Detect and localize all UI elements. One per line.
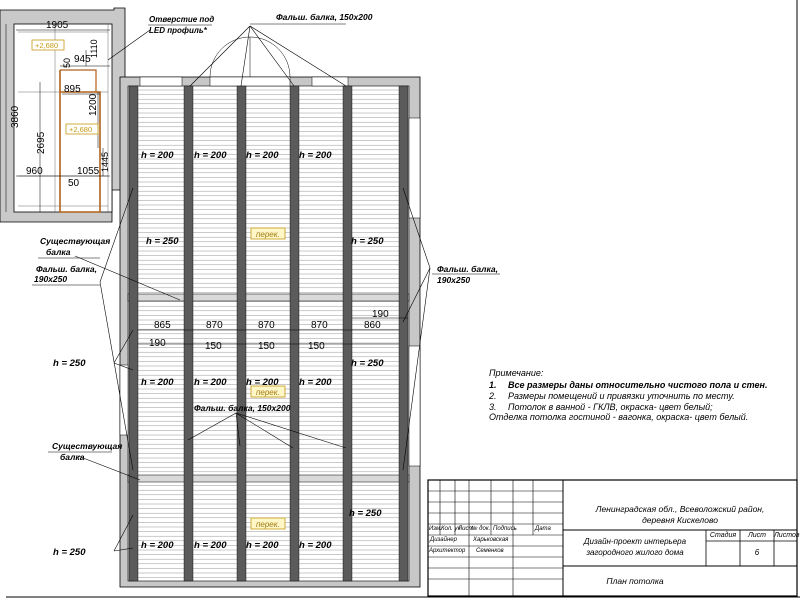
tb-role-designer: Дизайнер xyxy=(430,537,457,543)
tb-col-sign: Подпись xyxy=(493,526,517,532)
callout-existing-beam-2b: балка xyxy=(60,452,85,462)
callout-false-beam-mid: Фальш. балка, 150x200 xyxy=(194,403,291,413)
dim-2695: 2695 xyxy=(36,131,47,154)
dim-870: 870 xyxy=(311,320,328,331)
dim-1200: 1200 xyxy=(88,93,99,116)
callout-false-beam-left-2: 190x250 xyxy=(34,274,67,284)
tb-name-architect: Семенков xyxy=(476,548,504,554)
h-label: h = 250 xyxy=(351,358,384,369)
dim-190: 190 xyxy=(372,309,389,320)
tb-sheet-number: 6 xyxy=(754,548,760,557)
tb-col-kol: Кол. уч xyxy=(441,526,461,532)
dim-1905: 1905 xyxy=(46,20,69,31)
dim-960: 960 xyxy=(26,166,43,177)
tb-sheet-name: План потолка xyxy=(606,576,664,586)
dim-150: 150 xyxy=(258,341,275,352)
dim-870: 870 xyxy=(258,320,275,331)
h-label: h = 250 xyxy=(349,508,382,519)
h-label: h = 200 xyxy=(246,150,279,161)
dim-3860: 3860 xyxy=(10,105,21,128)
note-2: Размеры помещений и привязки уточнить по… xyxy=(508,391,735,401)
callout-false-beam-right-2: 190x250 xyxy=(437,275,470,285)
callout-led-opening-1: Отверстие под xyxy=(149,15,214,24)
tb-address-1: Ленинградская обл., Всеволожский район, xyxy=(595,504,765,514)
dim-150: 150 xyxy=(308,341,325,352)
note-1: Все размеры даны относительно чистого по… xyxy=(508,380,768,390)
dim-150: 150 xyxy=(205,341,222,352)
tb-project-2: загородного жилого дома xyxy=(586,548,684,557)
dim-50-top: 50 xyxy=(62,58,72,68)
h-label: h = 200 xyxy=(141,150,174,161)
callout-false-beam-left-1: Фальш. балка, xyxy=(36,264,97,274)
bathroom-plan: 1905 3860 1110 945 50 895 1200 2695 1445… xyxy=(0,7,126,223)
dim-50-bottom: 50 xyxy=(68,178,80,189)
dim-1445: 1445 xyxy=(100,152,110,172)
h-label: h = 250 xyxy=(53,547,86,558)
h-label: h = 200 xyxy=(194,540,227,551)
tb-sheets-label: Листов xyxy=(774,532,800,539)
h-label: h = 200 xyxy=(194,150,227,161)
h-label: h = 250 xyxy=(53,358,86,369)
h-label: h = 200 xyxy=(246,540,279,551)
h-label: h = 200 xyxy=(141,377,174,388)
callout-existing-beam-2a: Существующая xyxy=(52,441,122,451)
tb-stage-label: Стадия xyxy=(709,532,737,539)
note-3-number: 3. xyxy=(489,402,497,412)
dim-1110: 1110 xyxy=(89,39,99,58)
living-room-plan: h = 200 h = 200 h = 200 h = 200 h = 250 … xyxy=(53,25,431,588)
tb-col-date: Дата xyxy=(535,526,551,532)
tb-col-doc: № док. xyxy=(471,526,491,532)
tb-project-1: Дизайн-проект интерьера xyxy=(583,537,687,546)
dim-865: 865 xyxy=(154,320,171,331)
tb-address-2: деревня Кискелово xyxy=(642,515,718,525)
h-label: h = 200 xyxy=(246,377,279,388)
dim-945: 945 xyxy=(74,54,91,65)
h-label: h = 200 xyxy=(141,540,174,551)
callout-false-beam-right-1: Фальш. балка, xyxy=(437,264,498,274)
slab-label: перек. xyxy=(256,520,280,529)
dim-860: 860 xyxy=(364,320,381,331)
slab-label: перек. xyxy=(256,388,280,397)
note-2-number: 2. xyxy=(489,391,497,401)
callout-existing-beam-1b: балка xyxy=(46,247,71,257)
tb-sheet-label: Лист xyxy=(747,532,767,539)
h-label: h = 200 xyxy=(299,377,332,388)
tb-col-izm: Изм. xyxy=(429,526,442,532)
tb-name-designer: Харьковская xyxy=(473,537,509,543)
note-4: Отделка потолка гостиной - вагонка, окра… xyxy=(489,412,749,422)
callout-false-beam-top: Фальш. балка, 150x200 xyxy=(276,12,373,22)
slab-label: перек. xyxy=(256,230,280,239)
callout-led-opening-2: LED профиль* xyxy=(149,26,208,35)
notes-title: Примечание: xyxy=(489,368,544,378)
dim-870: 870 xyxy=(206,320,223,331)
tb-role-architect: Архитектор xyxy=(429,548,466,554)
note-3: Потолок в ванной - ГКЛВ, окраска- цвет б… xyxy=(508,402,713,412)
h-label: h = 200 xyxy=(194,377,227,388)
level-mark-1: +2,680 xyxy=(35,41,58,50)
h-label: h = 250 xyxy=(351,236,384,247)
tb-col-list: Лист xyxy=(458,526,474,532)
h-label: h = 250 xyxy=(146,236,179,247)
h-label: h = 200 xyxy=(299,540,332,551)
level-mark-2: +2,680 xyxy=(69,125,92,134)
h-label: h = 200 xyxy=(299,150,332,161)
dim-190: 190 xyxy=(149,338,166,349)
callout-existing-beam-1a: Существующая xyxy=(40,236,110,246)
note-1-number: 1. xyxy=(489,380,497,390)
dim-895: 895 xyxy=(64,84,81,95)
title-block xyxy=(427,479,798,597)
dim-1055: 1055 xyxy=(77,166,100,177)
